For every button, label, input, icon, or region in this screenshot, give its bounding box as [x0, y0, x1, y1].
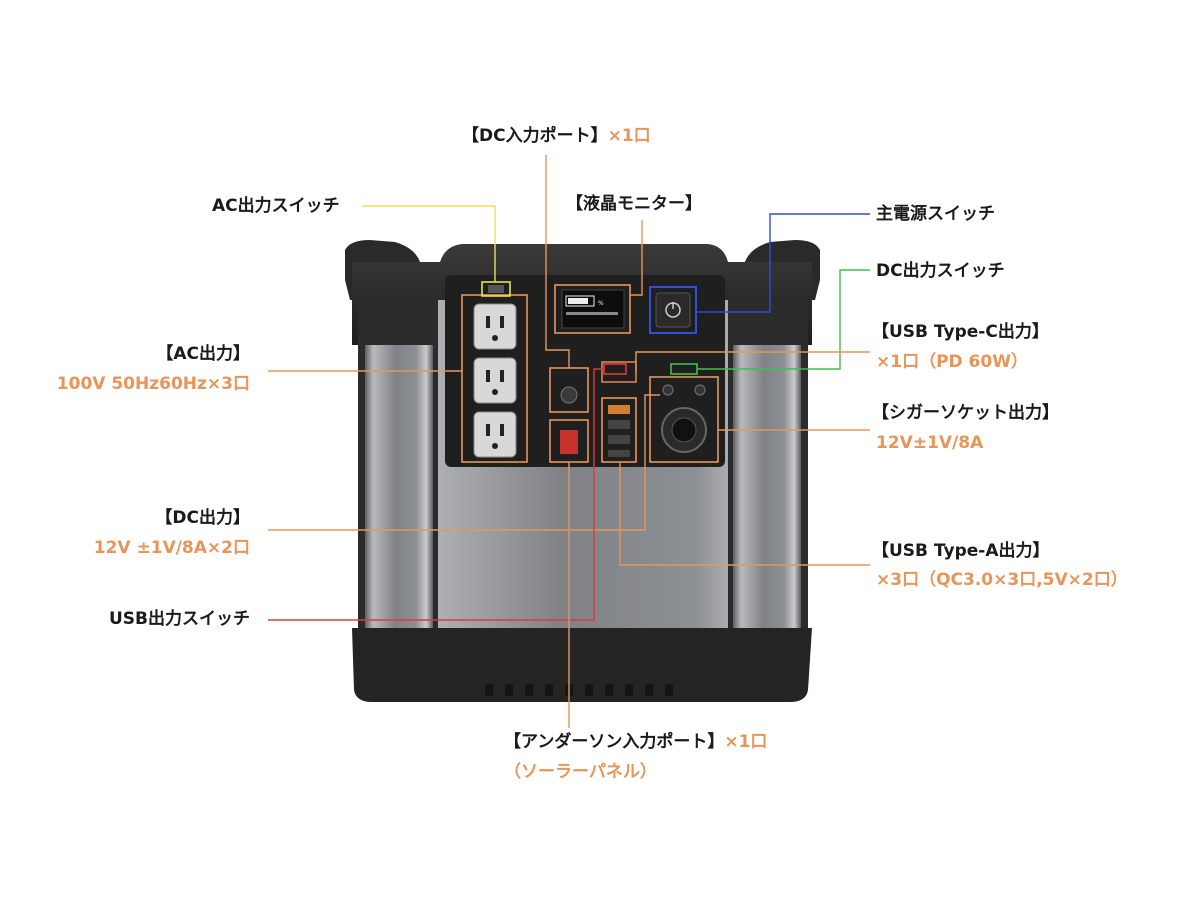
- usb-a-frame: [601, 397, 637, 463]
- main-switch-highlight: [649, 286, 697, 334]
- dc-output-label: 【DC出力】: [155, 508, 250, 528]
- usb-switch-line: [268, 368, 604, 621]
- dc-output-line: [268, 394, 660, 531]
- ac-outlet-frame: [461, 294, 528, 463]
- cigar-label: 【シガーソケット出力】: [872, 403, 1059, 423]
- lcd-line: [630, 220, 643, 296]
- ac-switch-highlight: [481, 281, 511, 297]
- usb-a-line: [619, 462, 870, 566]
- dc-output-sub: 12V ±1V/8A×2口: [93, 538, 250, 558]
- usb-switch-label: USB出力スイッチ: [108, 609, 250, 629]
- usb-c-label: 【USB Type-C出力】: [872, 322, 1049, 342]
- lcd-frame: [554, 284, 631, 334]
- ac-output-label: 【AC出力】: [156, 344, 250, 364]
- usb-a-label: 【USB Type-A出力】: [872, 541, 1050, 561]
- anderson-title: 【アンダーソン入力ポート】: [504, 732, 725, 752]
- anderson-sub: （ソーラーパネル）: [504, 762, 657, 782]
- svg-text:%: %: [598, 300, 604, 307]
- lcd-label: 【液晶モニター】: [566, 194, 702, 214]
- anderson-label: 【アンダーソン入力ポート】×1口: [504, 734, 767, 751]
- anderson-count: ×1口: [724, 732, 768, 752]
- dc-cigar-frame: [649, 376, 719, 463]
- ac-switch-line: [362, 205, 496, 282]
- ac-output-sub: 100V 50Hz60Hz×3口: [56, 374, 250, 394]
- cigar-sub: 12V±1V/8A: [876, 433, 984, 453]
- dc-input-title: 【DC入力ポート】: [462, 126, 608, 146]
- ac-switch-label: AC出力スイッチ: [212, 196, 340, 216]
- dc-input-line: [545, 155, 570, 368]
- main-switch-label: 主電源スイッチ: [876, 204, 995, 224]
- dc-switch-label: DC出力スイッチ: [876, 261, 1005, 281]
- dc-switch-line: [697, 269, 870, 370]
- usb-c-line: [635, 351, 870, 372]
- main-switch-line: [696, 213, 870, 313]
- ac-outlets: [473, 303, 517, 458]
- dc-input-count: ×1口: [607, 126, 651, 146]
- bottom-base: [352, 628, 812, 702]
- usb-c-sub: ×1口（PD 60W）: [876, 352, 1028, 372]
- dc-input-label: 【DC入力ポート】×1口: [462, 128, 651, 145]
- usb-a-sub: ×3口（QC3.0×3口,5V×2口）: [876, 570, 1128, 590]
